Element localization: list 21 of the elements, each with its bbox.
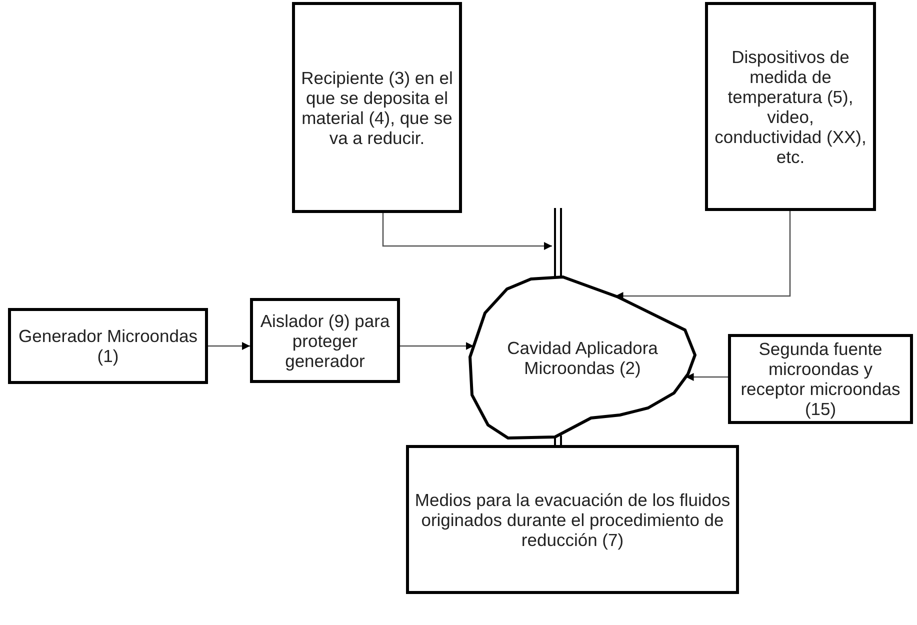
node-text: Medios para la evacuación de los fluidos originados durante el procedimiento de reducción (7) (414, 490, 732, 550)
node-text: Generador Microondas (1) (18, 326, 198, 366)
node-text: Segunda fuente microondas y receptor microondas (15) (740, 339, 902, 419)
process-box (406, 445, 739, 594)
node-text: Cavidad Aplicadora Microondas (2) (506, 338, 659, 378)
arrow (686, 373, 728, 381)
arrow (208, 342, 250, 350)
arrow (615, 211, 791, 300)
process-box (728, 334, 913, 424)
node-text: Dispositivos de medida de temperatura (5), video, conductividad (XX), etc. (714, 46, 868, 166)
process-box (8, 308, 208, 384)
pipe-symbol (552, 208, 564, 278)
arrow (400, 342, 474, 350)
process-box (705, 2, 876, 211)
node-text: Recipiente (3) en el que se deposita el material (4), que se va a reducir. (300, 68, 454, 148)
process-box (292, 2, 462, 213)
node-text: Aislador (9) para proteger generador (259, 310, 391, 370)
process-box (250, 298, 400, 383)
pipe-connector (554, 435, 562, 445)
cavity-shape (468, 275, 697, 440)
arrow (382, 213, 552, 250)
